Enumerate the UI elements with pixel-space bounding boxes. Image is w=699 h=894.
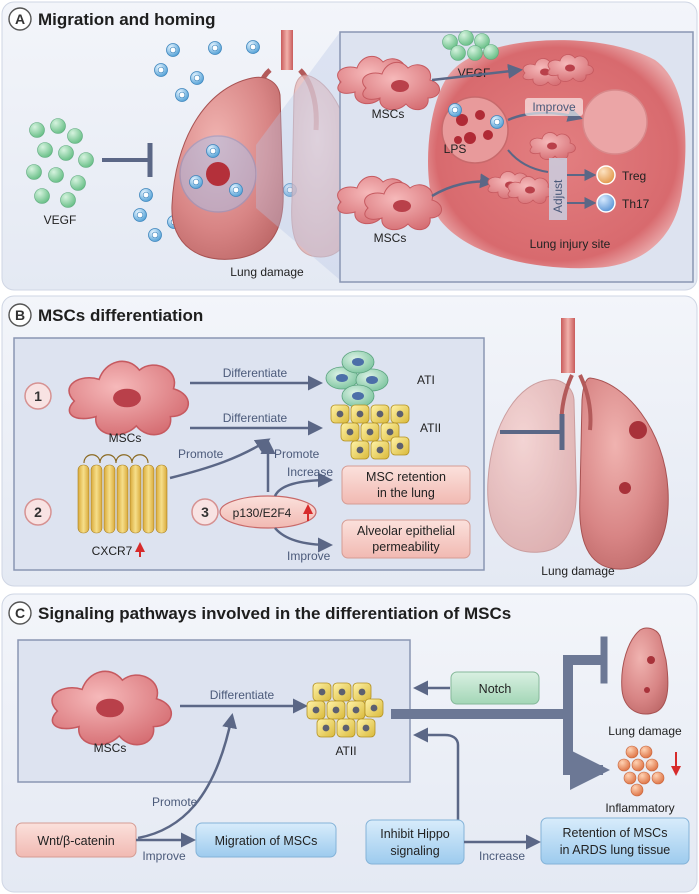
inhibition-bar-b: [500, 414, 565, 450]
ati-label: ATI: [417, 373, 435, 387]
increase-label-c: Increase: [479, 849, 525, 863]
injury-site-label: Lung injury site: [530, 237, 611, 251]
alveolar-permeability-box: [341, 519, 471, 559]
msc-retention-line1: MSC retention: [366, 470, 446, 484]
lung-damage-label-c: Lung damage: [608, 724, 682, 738]
notch-label: Notch: [479, 682, 512, 696]
step-3-number: 3: [201, 504, 209, 520]
improve-label-a: Improve: [532, 100, 576, 114]
step-2-badge: 2: [24, 498, 52, 526]
atii-label-c: ATII: [335, 744, 356, 758]
retention-c-line2: in ARDS lung tissue: [560, 843, 671, 857]
promote-label-c: Promote: [152, 795, 198, 809]
panel-b-title: MSCs differentiation: [38, 306, 203, 325]
panel-b-letter-badge: [8, 303, 32, 327]
lung-a: [171, 30, 357, 260]
th17-cell: [596, 193, 616, 213]
step-1-badge: 1: [24, 382, 52, 410]
increase-label-b: Increase: [287, 465, 333, 479]
panel-a-title: Migration and homing: [38, 10, 216, 29]
adjust-label: Adjust: [551, 179, 565, 213]
differentiate-atii-label: Differentiate: [223, 411, 288, 425]
arrow-hippo-atii: [413, 727, 460, 820]
retention-c-line1: Retention of MSCs: [563, 826, 668, 840]
trachea-a: [281, 30, 293, 70]
cxcr7-label: CXCR7: [92, 544, 133, 558]
mscs-top-label: MSCs: [372, 107, 405, 121]
cxcr7-receptor: [77, 454, 168, 534]
panel-a: A Migration and homing VEGF: [1, 1, 698, 291]
treg-cell: [596, 165, 616, 185]
arrow-mscs-top: [431, 63, 523, 82]
panel-b-letter: B: [15, 307, 25, 323]
arrow-improve-b: [274, 527, 333, 553]
small-lung-c: [621, 627, 669, 715]
th17-label: Th17: [622, 197, 650, 211]
atii-label-b: ATII: [420, 421, 441, 435]
msc-retention-line2: in the lung: [377, 486, 435, 500]
improve-label-c: Improve: [142, 849, 186, 863]
p130-e2f4-node: [219, 495, 317, 529]
panel-a-letter-badge: [8, 7, 32, 31]
lung-damage-label-a: Lung damage: [230, 265, 304, 279]
differentiate-ati-label: Differentiate: [223, 366, 288, 380]
panel-c-title: Signaling pathways involved in the diffe…: [38, 604, 511, 623]
effect-arrows-c: [391, 636, 610, 790]
inset-a: VEGF MSCs LPS Improve MSCs: [337, 30, 694, 283]
arrow-promote-wnt: [137, 713, 237, 840]
arrow-mscs-bottom: [431, 173, 495, 198]
lung-b: [487, 318, 669, 570]
notch-box: [450, 671, 540, 705]
mscs-label-c: MSCs: [94, 741, 127, 755]
step-1-number: 1: [34, 388, 42, 404]
hippo-line2: signaling: [390, 844, 439, 858]
p130-label: p130/E2F4: [233, 506, 292, 520]
migration-box: [195, 822, 337, 858]
retention-box-c: [540, 817, 690, 865]
hippo-line1: Inhibit Hippo: [380, 827, 450, 841]
mscs-label-b: MSCs: [109, 431, 142, 445]
treg-label: Treg: [622, 169, 646, 183]
alveolar-line2: permeability: [372, 540, 440, 554]
lps-label: LPS: [444, 142, 467, 156]
adjust-bracket: [549, 158, 567, 220]
migration-label: Migration of MSCs: [215, 834, 318, 848]
arrow-increase-b: [273, 472, 333, 497]
arrow-promote-cxcr7: [169, 438, 271, 480]
vegf-left-label: VEGF: [44, 213, 77, 227]
lung-damage-label-b: Lung damage: [541, 564, 615, 578]
msc-retention-box: [341, 465, 471, 505]
alveolar-line1: Alveolar epithelial: [357, 524, 455, 538]
differentiate-label-c: Differentiate: [210, 688, 275, 702]
panel-b: B MSCs differentiation 1 2 3 MSCs Differ…: [1, 295, 698, 587]
promote-up-label: Promote: [274, 447, 320, 461]
promote-left-label: Promote: [178, 447, 224, 461]
inhibition-bar-a: [102, 143, 153, 177]
panel-c: C Signaling pathways involved in the dif…: [1, 593, 698, 893]
zoom-wedge-a: [256, 32, 340, 280]
improve-label-b: Improve: [287, 549, 331, 563]
panel-c-letter: C: [15, 605, 25, 621]
wnt-label: Wnt/β-catenin: [37, 834, 114, 848]
mscs-bottom-label: MSCs: [374, 231, 407, 245]
alveolus-healed: [582, 89, 648, 155]
step-3-badge: 3: [191, 498, 219, 526]
step-2-number: 2: [34, 504, 42, 520]
panel-a-letter: A: [15, 11, 25, 27]
inflammatory-line1: Inflammatory: [605, 801, 674, 815]
panel-c-letter-badge: [8, 601, 32, 625]
